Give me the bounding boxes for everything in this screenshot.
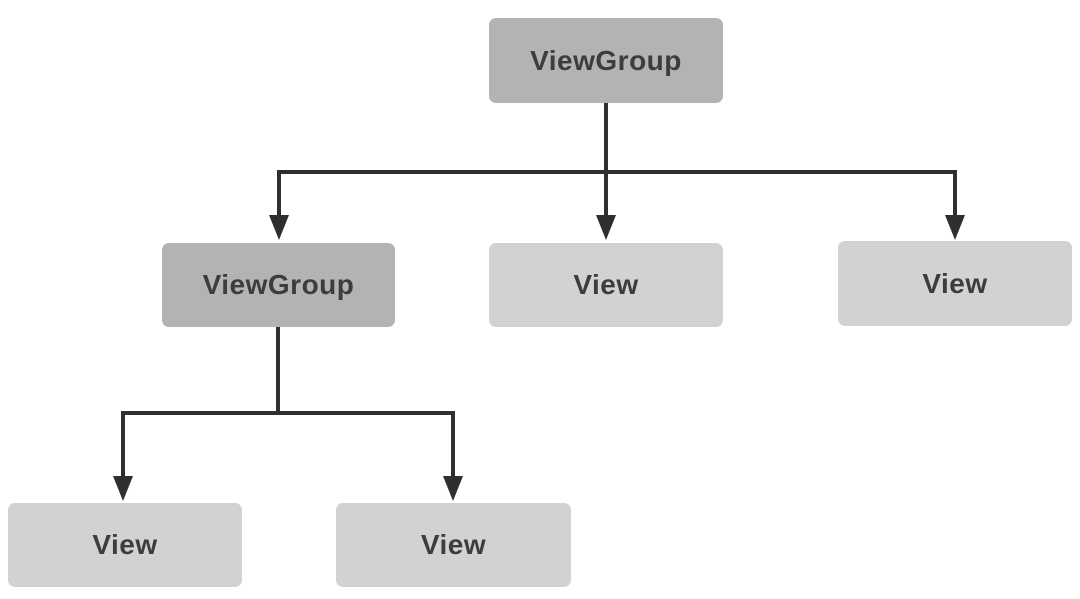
arrowhead-to-child-view-1 bbox=[596, 215, 616, 240]
node-label: View bbox=[92, 529, 158, 560]
arrowhead-to-grandchild-view-2 bbox=[443, 476, 463, 501]
node-label: ViewGroup bbox=[530, 44, 682, 76]
node-child-view-1: View bbox=[489, 243, 723, 327]
edge-child-viewgroup-bracket bbox=[121, 411, 455, 478]
node-label: ViewGroup bbox=[202, 269, 355, 300]
edge-root-bracket bbox=[277, 170, 957, 218]
node-child-viewgroup: ViewGroup bbox=[162, 243, 395, 327]
arrowhead-to-child-viewgroup bbox=[269, 215, 289, 240]
node-grandchild-view-1: View bbox=[8, 503, 242, 587]
node-label: View bbox=[420, 529, 487, 560]
node-label: View bbox=[922, 267, 988, 299]
arrowhead-to-grandchild-view-1 bbox=[113, 476, 133, 501]
node-label: View bbox=[573, 269, 639, 300]
node-root-viewgroup: ViewGroup bbox=[489, 18, 723, 103]
node-child-view-2: View bbox=[838, 241, 1072, 326]
arrowhead-to-child-view-2 bbox=[945, 215, 965, 240]
node-grandchild-view-2: View bbox=[336, 503, 571, 587]
